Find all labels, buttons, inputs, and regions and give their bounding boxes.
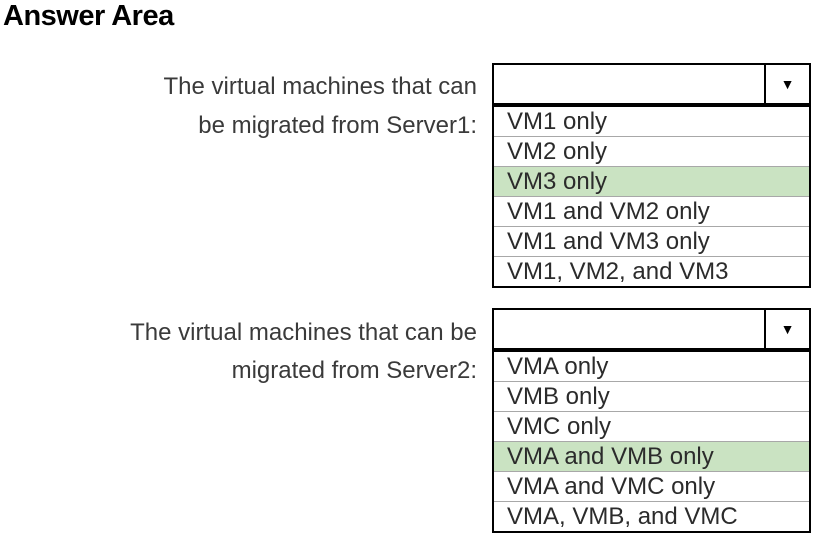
option-vmb-only[interactable]: VMB only <box>494 381 809 411</box>
option-vma-only[interactable]: VMA only <box>494 352 809 381</box>
option-label: VMC only <box>507 412 612 440</box>
option-vma-and-vmb-only[interactable]: VMA and VMB only <box>494 441 809 471</box>
option-vm1-and-vm3-only[interactable]: VM1 and VM3 only <box>494 226 809 256</box>
server2-question-label-line2: migrated from Server2: <box>231 357 477 384</box>
option-vmc-only[interactable]: VMC only <box>494 411 809 441</box>
option-label: VMB only <box>507 382 610 410</box>
option-label: VMA only <box>507 352 609 380</box>
option-vma-and-vmc-only[interactable]: VMA and VMC only <box>494 471 809 501</box>
option-label: VM1 and VM2 only <box>507 197 710 225</box>
option-vm2-only[interactable]: VM2 only <box>494 136 809 166</box>
option-label: VMA and VMC only <box>507 472 716 500</box>
option-vm1-vm2-and-vm3[interactable]: VM1, VM2, and VM3 <box>494 256 809 286</box>
server1-question-label-line1: The virtual machines that can <box>163 73 478 100</box>
server1-question-label-line2: be migrated from Server1: <box>198 112 477 139</box>
server2-dropdown-arrow-button[interactable]: ▼ <box>764 310 809 348</box>
option-label: VM1 and VM3 only <box>507 227 710 255</box>
option-vm3-only[interactable]: VM3 only <box>494 166 809 196</box>
option-label: VM1 only <box>507 107 608 135</box>
option-vm1-only[interactable]: VM1 only <box>494 107 809 136</box>
option-label: VM1, VM2, and VM3 <box>507 257 729 285</box>
option-label: VMA and VMB only <box>507 442 714 470</box>
server2-dropdown[interactable]: ▼ <box>492 308 811 350</box>
server2-options-list: VMA only VMB only VMC only VMA and VMB o… <box>492 350 811 533</box>
server2-question-label-line1: The virtual machines that can be <box>130 319 477 346</box>
server1-dropdown[interactable]: ▼ <box>492 63 811 105</box>
server2-dropdown-selected-value <box>494 310 766 348</box>
option-label: VM2 only <box>507 137 608 165</box>
server1-dropdown-arrow-button[interactable]: ▼ <box>764 65 809 103</box>
option-vma-vmb-and-vmc[interactable]: VMA, VMB, and VMC <box>494 501 809 531</box>
option-label: VM3 only <box>507 167 608 195</box>
server1-dropdown-selected-value <box>494 65 766 103</box>
chevron-down-icon: ▼ <box>780 321 795 337</box>
chevron-down-icon: ▼ <box>780 76 795 92</box>
server2-question-label: The virtual machines that can be migrate… <box>0 314 477 390</box>
server1-question-label: The virtual machines that can be migrate… <box>0 67 478 145</box>
page-title: Answer Area <box>3 0 174 32</box>
option-vm1-and-vm2-only[interactable]: VM1 and VM2 only <box>494 196 809 226</box>
server1-options-list: VM1 only VM2 only VM3 only VM1 and VM2 o… <box>492 105 811 288</box>
option-label: VMA, VMB, and VMC <box>507 502 738 530</box>
